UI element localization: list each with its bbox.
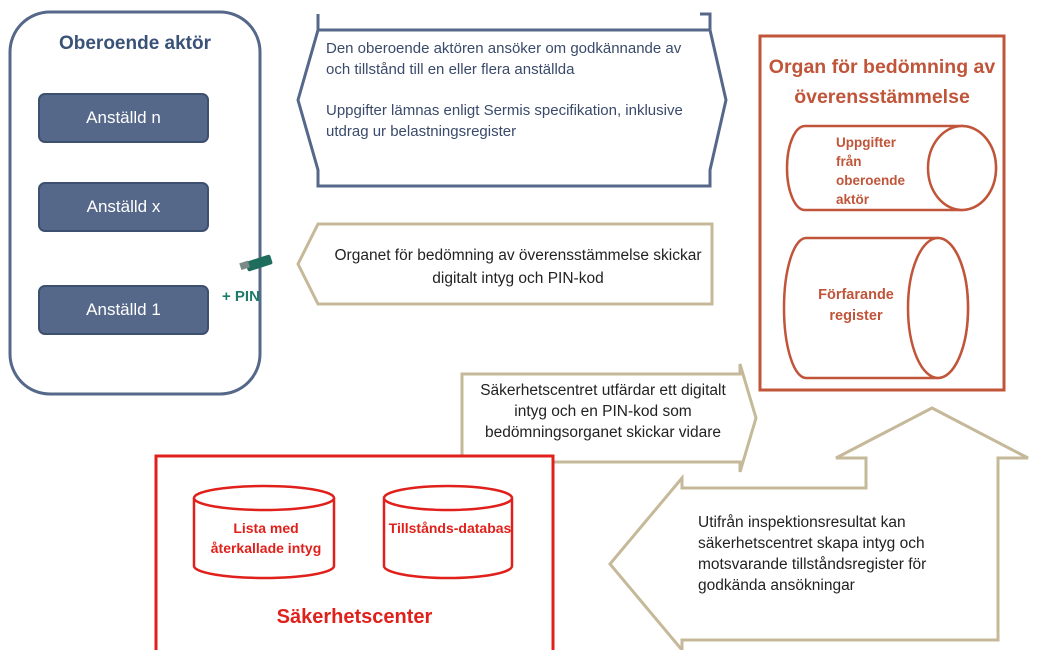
cylinder-procedure-register <box>782 236 970 380</box>
db-revoked-certificates-icon <box>192 484 336 580</box>
usb-key-icon <box>239 254 273 272</box>
application-paragraph-1: Den oberoende aktören ansöker om godkänn… <box>326 40 682 78</box>
pin-label: + PIN <box>222 288 260 305</box>
application-text: Den oberoende aktören ansöker om godkänn… <box>326 38 706 142</box>
organ-title: Organ för bedömning av överensstämmelse <box>768 56 996 108</box>
employee-1-box: Anställd 1 <box>38 285 209 335</box>
employee-x-box: Anställd x <box>38 182 209 232</box>
application-paragraph-2: Uppgifter lämnas enligt Sermis specifika… <box>326 102 683 140</box>
bent-arrow-inspection <box>608 406 1029 650</box>
db-revoked-label: Lista med återkallade intyg <box>210 520 322 556</box>
inspection-text: Utifrån inspektionsresultat kan säkerhet… <box>698 514 927 594</box>
issue-text: Säkerhetscentret utfärdar ett digitalt i… <box>480 382 726 441</box>
actor-title: Oberoende aktör <box>58 33 212 54</box>
cylinder-data-label: Uppgifter från oberoende aktör <box>836 135 906 207</box>
certificate-text: Organet för bedömning av överensstämmels… <box>334 247 702 287</box>
cylinder-register-label: Förfarande register <box>818 287 894 324</box>
employee-n-box: Anställd n <box>38 93 209 143</box>
left-arrow-certificate <box>296 222 714 306</box>
cylinder-data-from-actor <box>785 124 998 212</box>
db-permit-label: Tillstånds-databas <box>388 520 512 536</box>
db-permit-database-icon <box>382 484 514 580</box>
security-center-title: Säkerhetscenter <box>276 606 433 628</box>
